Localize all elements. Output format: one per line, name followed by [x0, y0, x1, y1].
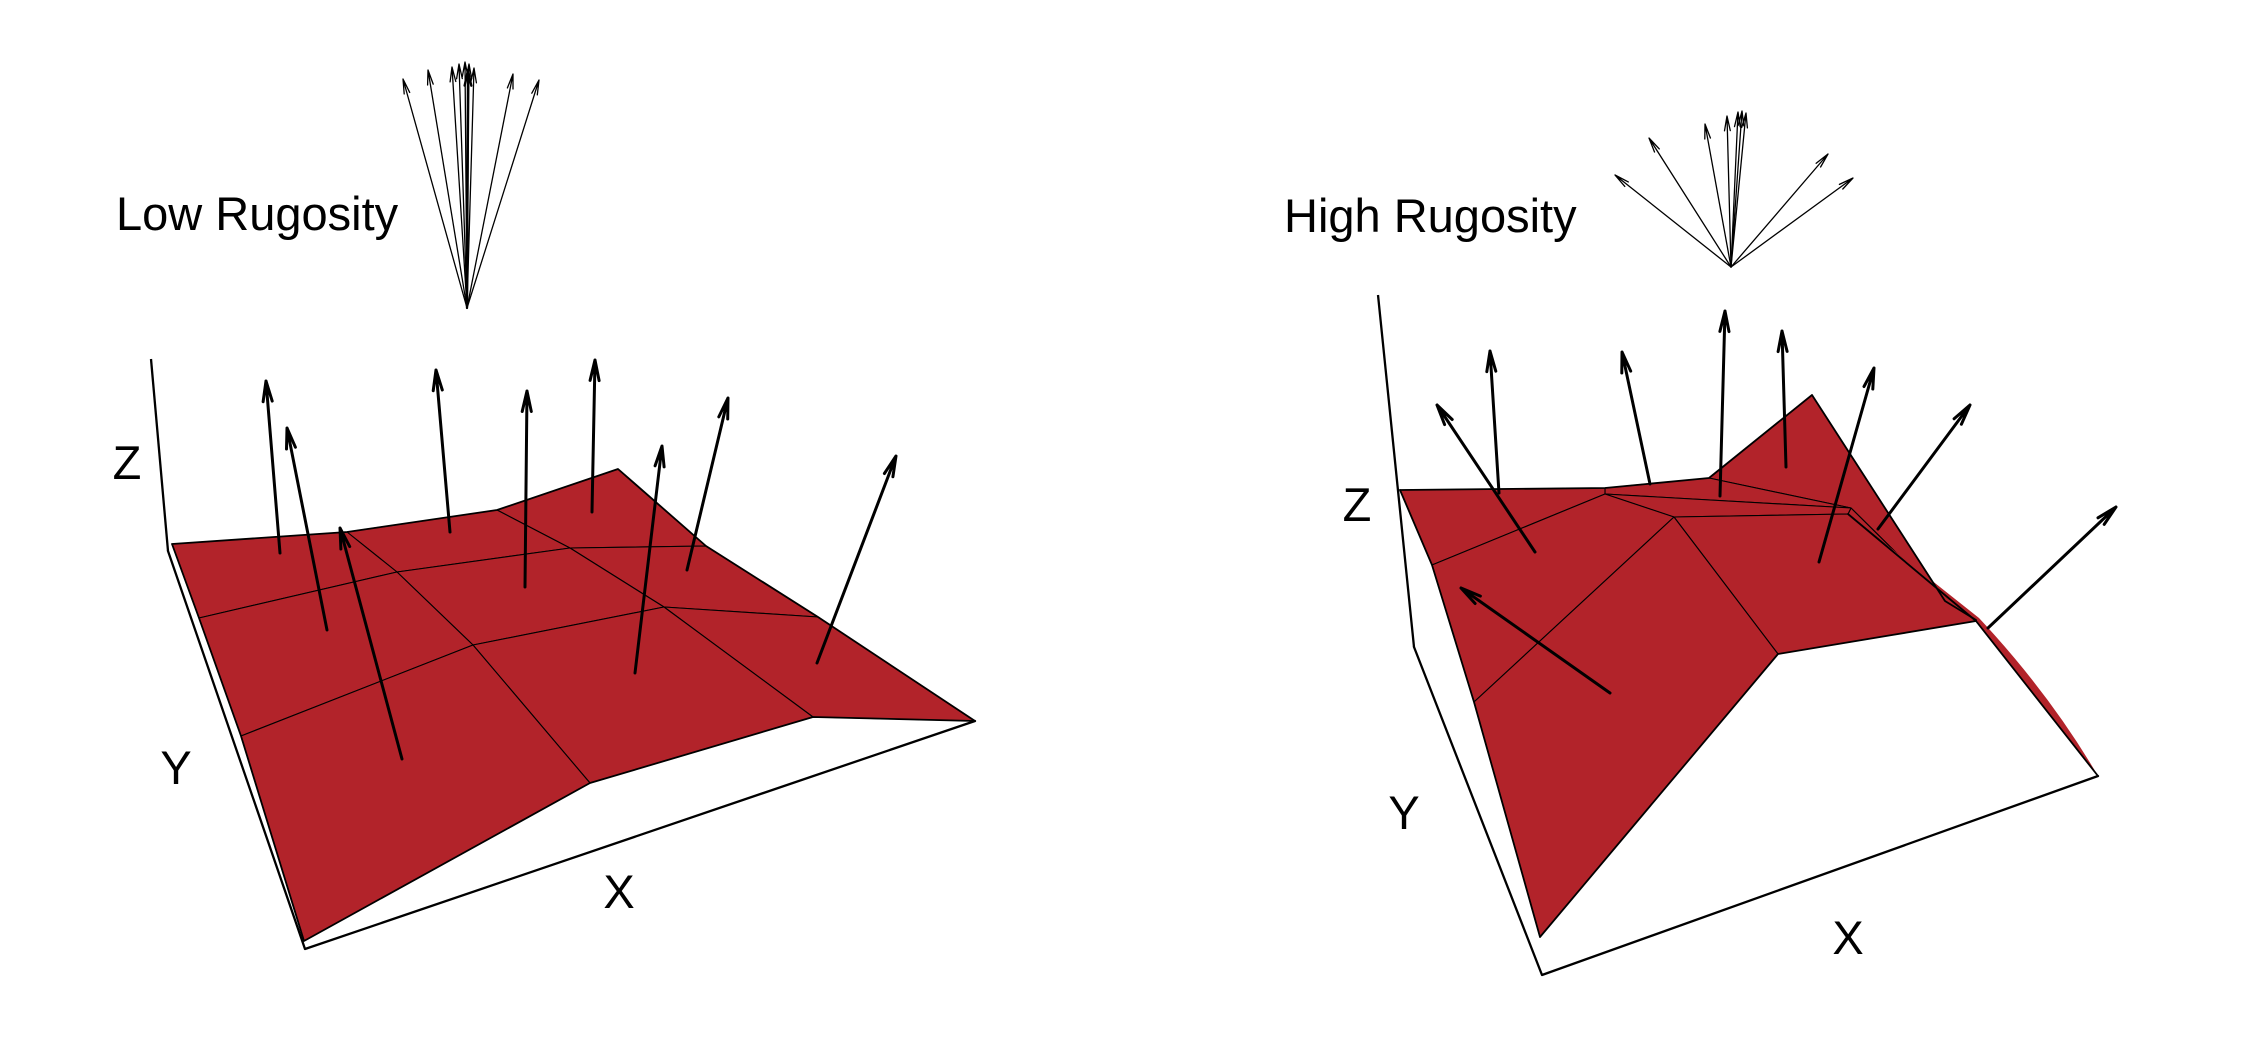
svg-text:Z: Z: [113, 436, 142, 489]
svg-text:Y: Y: [1388, 786, 1419, 839]
svg-text:X: X: [603, 865, 634, 918]
svg-text:High Rugosity: High Rugosity: [1284, 189, 1577, 242]
svg-text:Y: Y: [160, 741, 191, 794]
svg-text:Z: Z: [1343, 478, 1372, 531]
svg-text:X: X: [1832, 911, 1863, 964]
svg-text:Low Rugosity: Low Rugosity: [116, 187, 399, 240]
